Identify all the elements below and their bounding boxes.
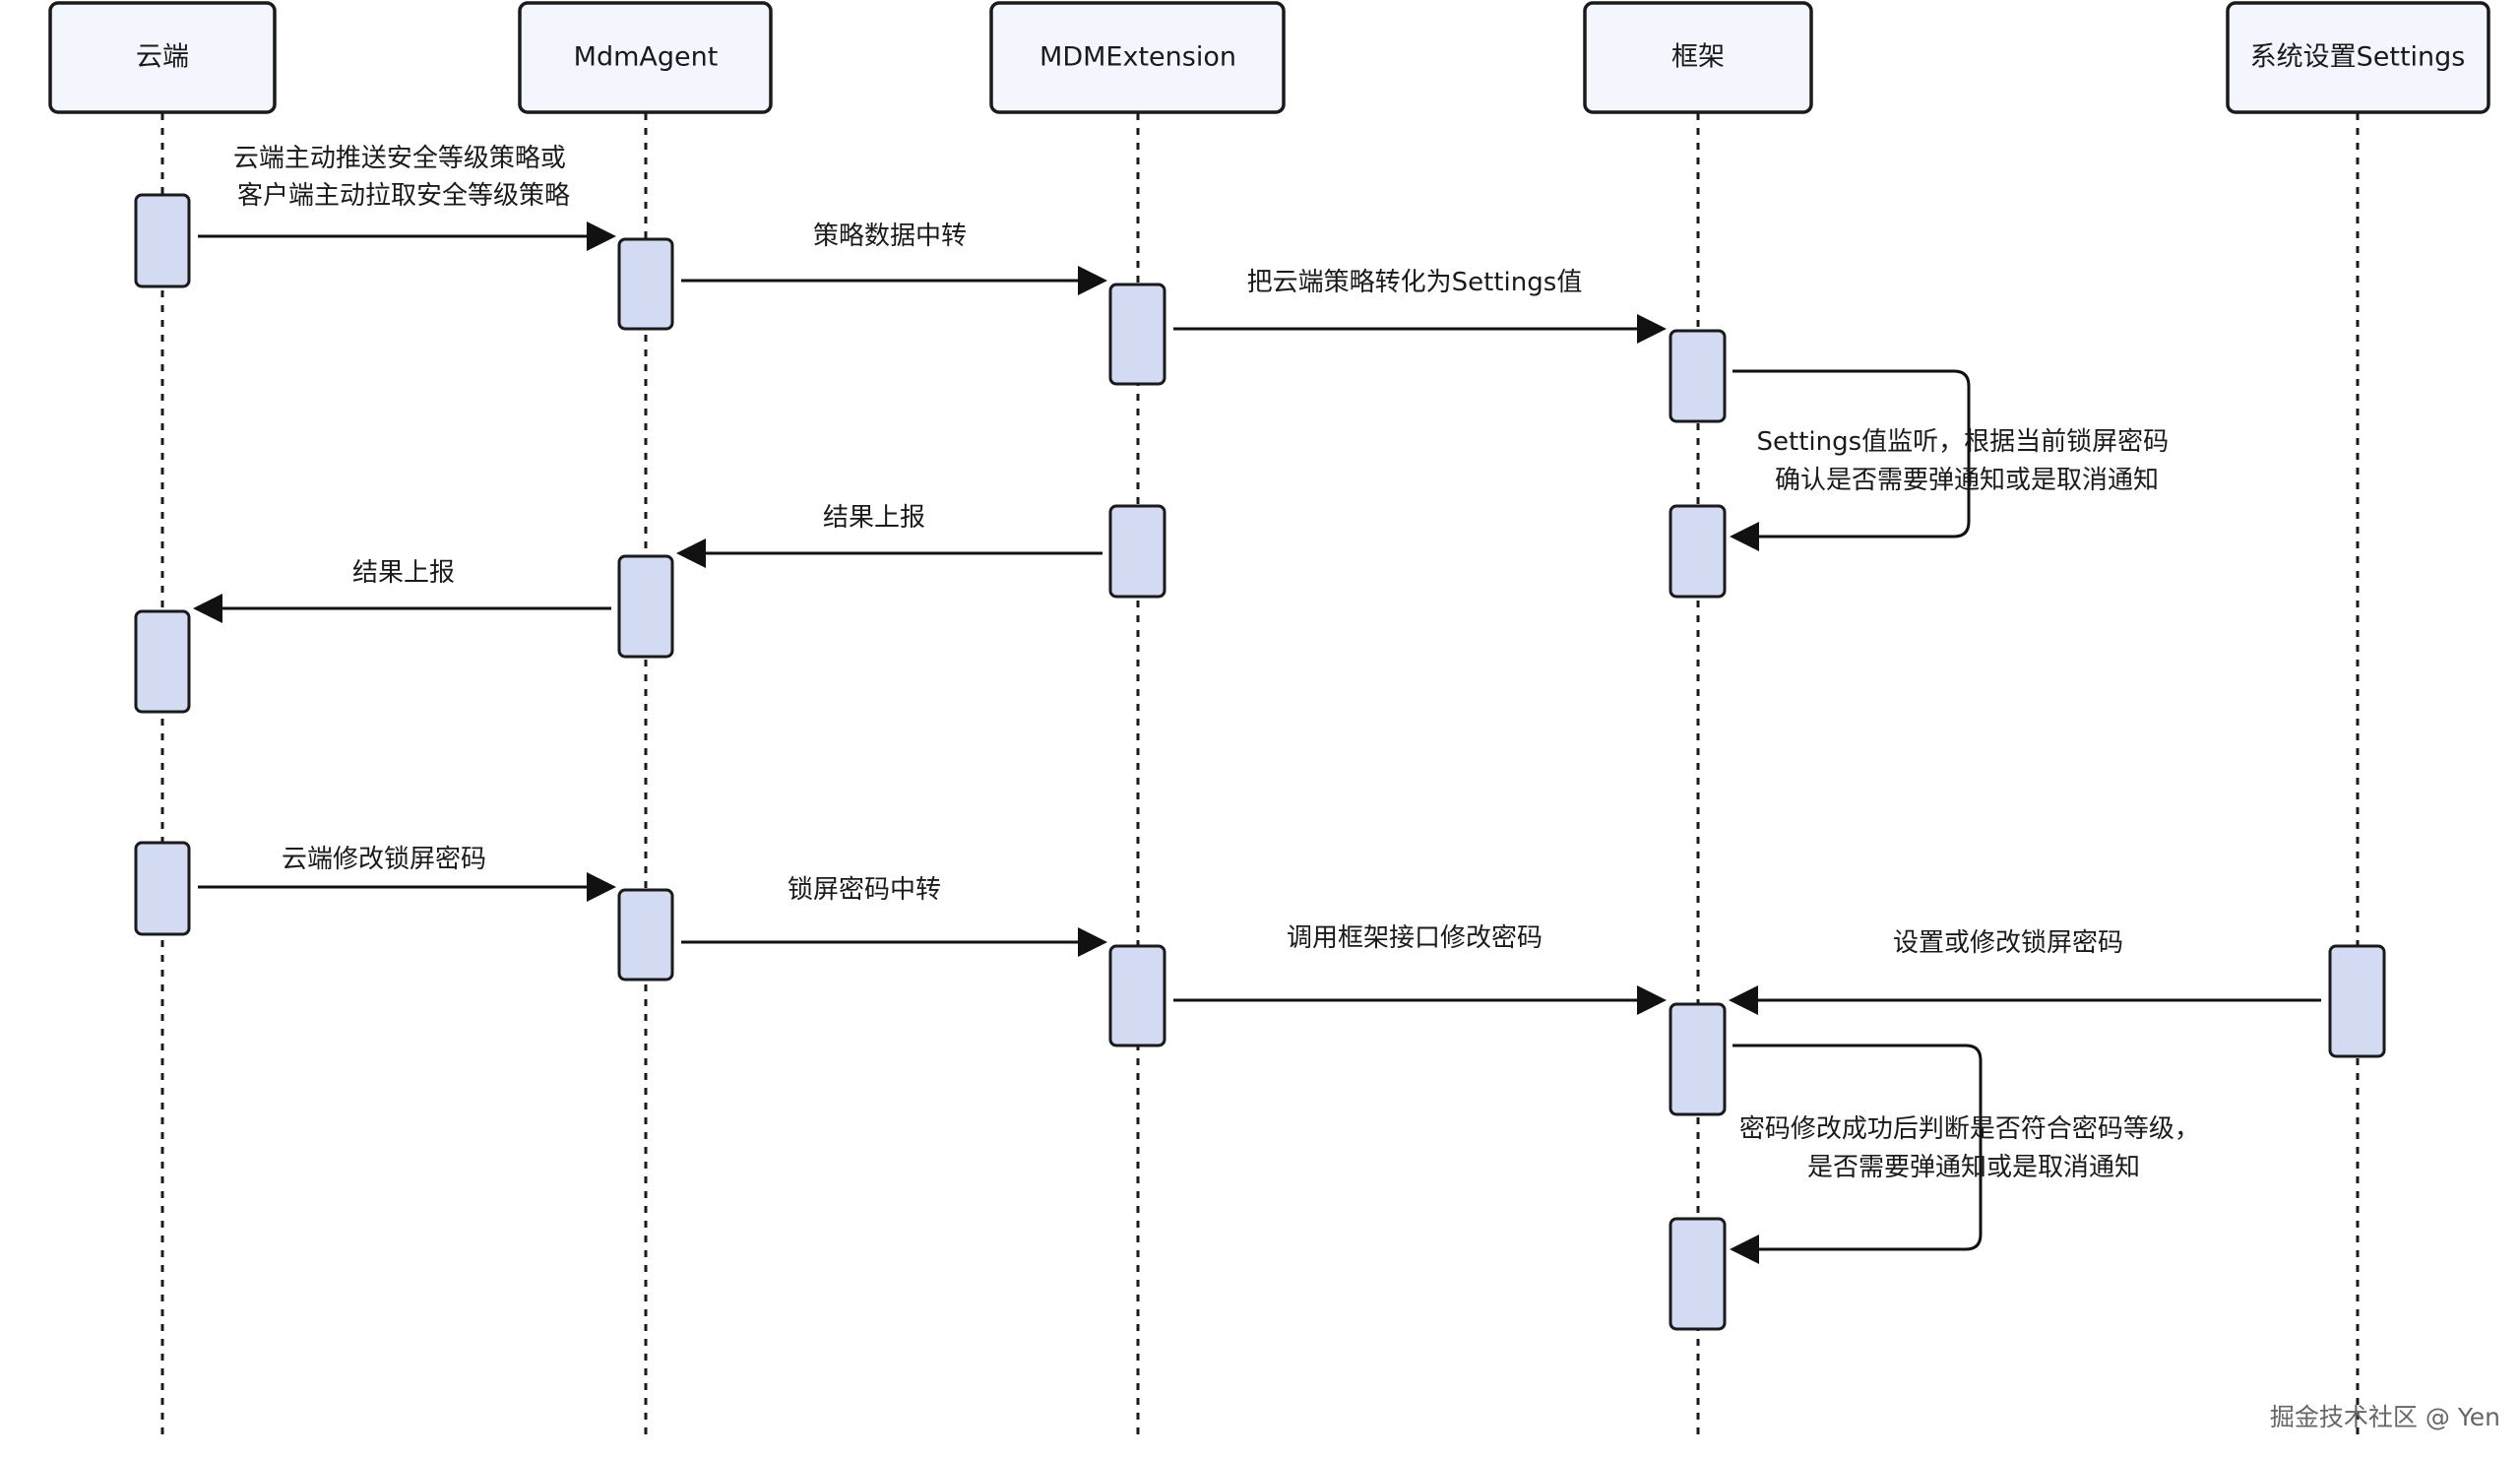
activation-mdmagent-2 xyxy=(617,554,674,659)
message-label-line: 把云端策略转化为Settings值 xyxy=(1247,268,1583,297)
message-label-line: 云端修改锁屏密码 xyxy=(282,845,486,874)
message-label-password-relay: 锁屏密码中转 xyxy=(788,875,941,905)
message-label-line: 云端主动推送安全等级策略或 xyxy=(233,144,566,173)
message-label-convert-settings: 把云端策略转化为Settings值 xyxy=(1247,268,1583,297)
activation-cloud-2 xyxy=(134,609,191,714)
activation-framework-1 xyxy=(1669,329,1727,423)
message-label-cloud-push-policy: 云端主动推送安全等级策略或 客户端主动拉取安全等级策略 xyxy=(233,144,574,211)
activation-framework-2 xyxy=(1669,504,1727,599)
message-label-line: 确认是否需要弹通知或是取消通知 xyxy=(1775,466,2159,495)
activation-framework-3 xyxy=(1669,1002,1727,1116)
message-label-policy-relay: 策略数据中转 xyxy=(813,222,967,251)
participant-settings: 系统设置Settings xyxy=(2226,1,2490,114)
participant-label-mdmagent: MdmAgent xyxy=(574,42,719,73)
participant-label-cloud: 云端 xyxy=(136,42,189,73)
message-label-line: 策略数据中转 xyxy=(813,222,967,251)
message-label-line: 设置或修改锁屏密码 xyxy=(1893,928,2123,958)
participant-mdmagent: MdmAgent xyxy=(518,1,773,114)
activation-mdmextension-3 xyxy=(1108,944,1166,1047)
activation-settings-1 xyxy=(2328,944,2386,1058)
message-label-line: Settings值监听，根据当前锁屏密码 xyxy=(1757,427,2170,457)
activation-cloud-3 xyxy=(134,841,191,936)
activation-mdmagent-3 xyxy=(617,888,674,982)
message-label-line: 调用框架接口修改密码 xyxy=(1287,923,1543,953)
participant-cloud: 云端 xyxy=(48,1,277,114)
message-label-line: 密码修改成功后判断是否符合密码等级， xyxy=(1739,1114,2200,1144)
message-label-line: 客户端主动拉取安全等级策略 xyxy=(237,181,570,211)
message-label-line: 结果上报 xyxy=(823,503,925,533)
message-label-settings-listen: Settings值监听，根据当前锁屏密码 确认是否需要弹通知或是取消通知 xyxy=(1757,427,2177,495)
participant-label-settings: 系统设置Settings xyxy=(2250,42,2466,73)
participant-label-mdmextension: MDMExtension xyxy=(1040,42,1236,73)
message-label-call-framework-api: 调用框架接口修改密码 xyxy=(1287,923,1543,953)
watermark: 掘金技术社区 @ Yen xyxy=(2270,1403,2500,1431)
participant-label-framework: 框架 xyxy=(1671,42,1725,73)
message-label-set-password: 设置或修改锁屏密码 xyxy=(1893,928,2123,958)
activation-mdmextension-1 xyxy=(1108,283,1166,386)
arrow-framework-self-listen xyxy=(1730,369,1971,551)
message-label-result-report-ext: 结果上报 xyxy=(823,503,925,533)
activation-mdmextension-2 xyxy=(1108,504,1166,599)
arrow-framework-self-check xyxy=(1730,1044,1983,1264)
activation-framework-4 xyxy=(1669,1217,1727,1331)
participant-mdmextension: MDMExtension xyxy=(989,1,1286,114)
message-label-line: 结果上报 xyxy=(352,558,455,588)
message-label-line: 锁屏密码中转 xyxy=(788,875,941,905)
message-label-cloud-change-password: 云端修改锁屏密码 xyxy=(282,845,486,874)
message-label-result-report-agent: 结果上报 xyxy=(352,558,455,588)
activation-cloud-1 xyxy=(134,193,191,288)
message-label-password-check: 密码修改成功后判断是否符合密码等级， 是否需要弹通知或是取消通知 xyxy=(1739,1114,2208,1182)
participant-framework: 框架 xyxy=(1583,1,1813,114)
message-label-line: 是否需要弹通知或是取消通知 xyxy=(1807,1153,2140,1182)
activation-mdmagent-1 xyxy=(617,237,674,331)
